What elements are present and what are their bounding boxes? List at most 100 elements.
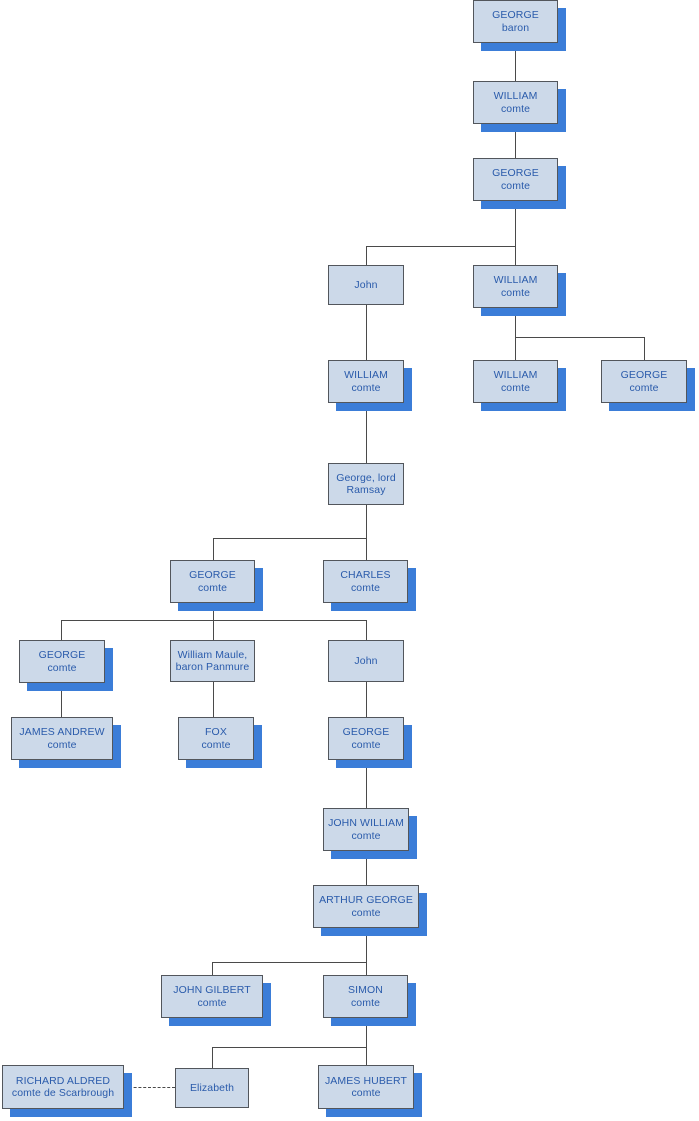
node-title: baron Panmure [175, 661, 250, 673]
tree-node[interactable]: John [328, 640, 404, 682]
drop-to-george-comte-7 [213, 538, 214, 560]
node-name: CHARLES [340, 569, 391, 581]
marriage-link-richard-elizabeth [124, 1087, 175, 1088]
node-title: comte [500, 102, 531, 115]
link-george-baron-to-william [515, 43, 516, 81]
drop-to-william-maule [213, 620, 214, 640]
link-arthur-george-to-bus5 [366, 928, 367, 962]
drop-to-william-comte [515, 246, 516, 265]
node-name: GEORGE [492, 167, 539, 179]
node-title: baron [501, 21, 530, 34]
drop-to-elizabeth [212, 1047, 213, 1068]
node-title: comte [500, 381, 531, 394]
node-name: GEORGE [38, 649, 86, 661]
drop-to-charles-comte [366, 538, 367, 560]
node-name: JAMES HUBERT [324, 1074, 408, 1087]
link-william-to-george [515, 124, 516, 158]
node-title: comte [629, 381, 659, 394]
node-name: ARTHUR GEORGE [319, 894, 413, 906]
drop-to-john-2 [366, 620, 367, 640]
node-title: comte [47, 738, 77, 751]
tree-node[interactable]: John [328, 265, 404, 305]
node-title: comte [197, 996, 227, 1009]
node-name: GEORGE [620, 369, 668, 381]
sibling-bus-generation-4 [366, 246, 516, 247]
node-name: WILLIAM [493, 90, 538, 102]
drop-to-james-hubert [366, 1047, 367, 1065]
sibling-bus-generation-12 [212, 962, 367, 963]
node-name: GEORGE [342, 726, 390, 738]
node-title: Ramsay [346, 484, 386, 496]
link-george-to-bus4 [213, 603, 214, 620]
node-name: George, lord [336, 471, 396, 484]
node-title: comte [197, 581, 228, 594]
drop-to-george-comte-8 [61, 620, 62, 640]
node-title: comte [351, 381, 381, 394]
link-george-to-bus1 [515, 201, 516, 246]
drop-to-john-1 [366, 246, 367, 265]
node-title: comte [350, 581, 381, 594]
node-name: SIMON [348, 984, 383, 996]
link-maule-to-fox [213, 682, 214, 717]
node-name: WILLIAM [344, 369, 388, 381]
node-name: GEORGE [189, 569, 236, 581]
node-title: comte [500, 286, 531, 299]
link-george-to-john-william [366, 760, 367, 808]
drop-to-george-comte-right [644, 337, 645, 360]
node-name: JAMES ANDREW [19, 726, 105, 738]
node-name: WILLIAM [493, 274, 538, 286]
sibling-bus-generation-13 [212, 1047, 367, 1048]
node-title: comte [351, 829, 381, 842]
link-william-to-ramsay [366, 403, 367, 463]
node-title: comte [351, 1087, 381, 1099]
node-title: comte [201, 738, 231, 751]
node-title: comte [351, 738, 381, 751]
node-name: GEORGE [492, 9, 539, 21]
sibling-bus-generation-5 [515, 337, 644, 338]
node-name: FOX [205, 726, 227, 738]
node-name: William Maule, [177, 648, 248, 661]
node-name: WILLIAM [493, 369, 538, 381]
link-john-william-to-arthur-george [366, 851, 367, 885]
tree-node[interactable]: Elizabeth [175, 1068, 249, 1108]
node-title: comte [500, 179, 531, 192]
link-william-to-bus2 [515, 308, 516, 337]
node-title: comte [351, 906, 381, 919]
link-george-to-james-andrew [61, 683, 62, 717]
link-simon-to-bus6 [366, 1018, 367, 1047]
node-name: John [354, 654, 378, 667]
drop-to-john-gilbert [212, 962, 213, 975]
node-name: John [354, 278, 378, 291]
node-name: RICHARD ALDRED [15, 1074, 111, 1087]
node-name: Elizabeth [189, 1081, 235, 1094]
tree-node[interactable]: William Maule,baron Panmure [170, 640, 255, 682]
node-name: JOHN GILBERT [173, 984, 251, 996]
node-name: JOHN WILLIAM [328, 817, 404, 829]
drop-to-simon [366, 962, 367, 975]
sibling-bus-generation-7 [213, 538, 367, 539]
node-title: comte [350, 996, 381, 1009]
node-title: comte de Scarbrough [11, 1087, 115, 1099]
node-title: comte [47, 661, 77, 674]
link-ramsay-to-bus3 [366, 505, 367, 538]
